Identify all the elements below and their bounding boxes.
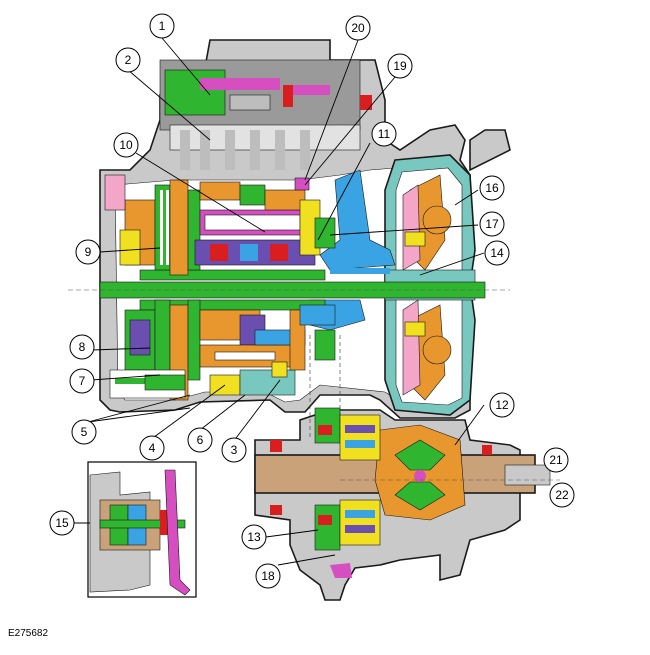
callout-11: 11	[371, 121, 397, 147]
svg-text:3: 3	[231, 443, 238, 457]
callout-20: 20	[345, 15, 371, 41]
callouts: 1 2 3 4 5 6 7 8 9 10 11 12 13 14 15 16 1…	[49, 13, 575, 589]
svg-text:17: 17	[485, 217, 499, 231]
inset-detail-box	[87, 461, 197, 598]
callout-7: 7	[69, 368, 95, 394]
callout-22: 22	[549, 482, 575, 508]
svg-text:4: 4	[149, 441, 156, 455]
svg-text:8: 8	[79, 340, 86, 354]
svg-text:18: 18	[261, 569, 275, 583]
callout-8: 8	[69, 334, 95, 360]
final-drive-assembly	[254, 335, 560, 601]
svg-text:21: 21	[549, 453, 563, 467]
svg-text:12: 12	[495, 398, 509, 412]
callout-16: 16	[479, 175, 505, 201]
callout-2: 2	[115, 47, 141, 73]
callout-10: 10	[113, 132, 139, 158]
callout-4: 4	[139, 435, 165, 461]
leader-lines	[72, 37, 485, 566]
svg-text:10: 10	[119, 138, 133, 152]
figure-id-label: E275682	[8, 628, 49, 639]
svg-text:2: 2	[125, 53, 132, 67]
callout-6: 6	[187, 427, 213, 453]
callout-19: 19	[387, 53, 413, 79]
svg-text:15: 15	[55, 516, 69, 530]
svg-text:5: 5	[81, 425, 88, 439]
svg-text:11: 11	[378, 127, 391, 141]
svg-text:1: 1	[159, 19, 166, 33]
svg-text:6: 6	[197, 433, 204, 447]
callout-3: 3	[221, 437, 247, 463]
svg-text:19: 19	[393, 59, 407, 73]
svg-text:7: 7	[79, 374, 86, 388]
callout-13: 13	[241, 524, 267, 550]
callout-14: 14	[484, 240, 510, 266]
callout-1: 1	[149, 13, 175, 39]
callout-12: 12	[489, 392, 515, 418]
svg-text:14: 14	[490, 246, 504, 260]
clutch-packs	[104, 174, 336, 401]
callout-15: 15	[49, 510, 75, 536]
svg-text:22: 22	[555, 488, 569, 502]
callout-17: 17	[479, 211, 505, 237]
callout-5: 5	[71, 419, 97, 445]
svg-text:16: 16	[485, 181, 499, 195]
callout-9: 9	[75, 239, 101, 265]
callout-18: 18	[255, 563, 281, 589]
callout-21: 21	[543, 447, 569, 473]
svg-text:20: 20	[351, 21, 365, 35]
svg-text:9: 9	[85, 245, 92, 259]
main-shaft	[68, 269, 510, 311]
svg-text:13: 13	[247, 530, 261, 544]
